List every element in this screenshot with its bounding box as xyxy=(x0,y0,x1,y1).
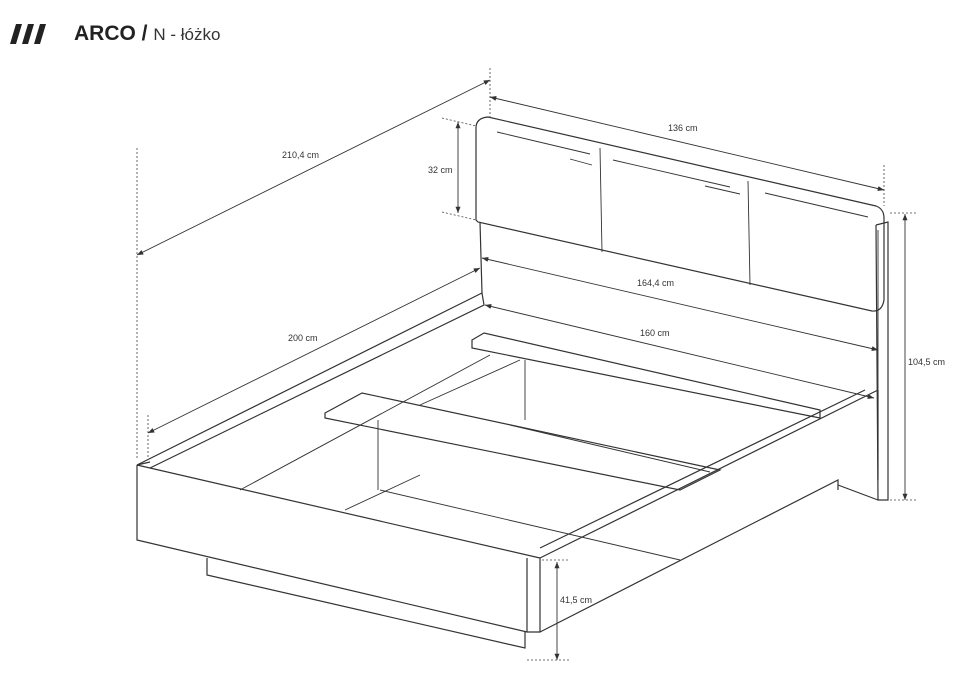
product-name: N - łóżko xyxy=(153,25,221,44)
brand-name: ARCO / xyxy=(74,22,148,45)
dim-headboard-width: 136 cm xyxy=(668,123,698,133)
dim-frame-width: 164,4 cm xyxy=(637,278,674,288)
bed-frame xyxy=(136,292,879,649)
headboard xyxy=(475,116,889,501)
dimension-arrows xyxy=(136,79,908,660)
dim-mattress-width: 160 cm xyxy=(640,328,670,338)
dim-cushion-height: 32 cm xyxy=(428,165,453,175)
dim-mattress-length: 200 cm xyxy=(288,333,318,343)
page-title: ARCO / N - łóżko xyxy=(74,22,220,46)
dim-overall-length: 210,4 cm xyxy=(282,150,319,160)
brand-logo-icon xyxy=(10,24,46,44)
dim-total-height: 104,5 cm xyxy=(908,357,945,367)
dim-frame-height: 41,5 cm xyxy=(560,595,592,605)
